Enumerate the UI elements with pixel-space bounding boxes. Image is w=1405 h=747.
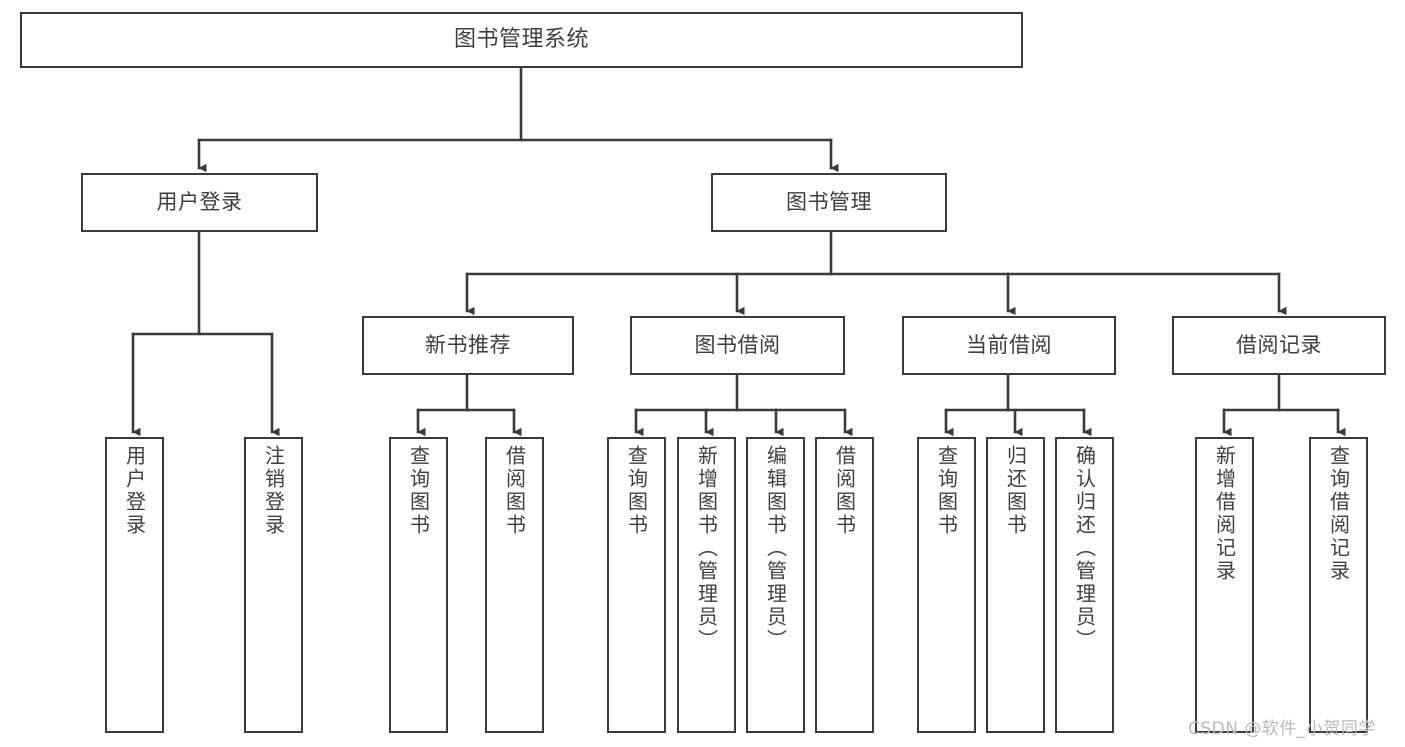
- node-borrow-query-book: 查询图书: [607, 437, 666, 733]
- node-record-add-label: 新增借阅记录: [1212, 445, 1237, 583]
- node-record-query: 查询借阅记录: [1309, 437, 1368, 733]
- node-borrow-record-label: 借阅记录: [1236, 333, 1322, 358]
- node-record-query-label: 查询借阅记录: [1326, 445, 1351, 583]
- node-current-confirm-label: 确认归还（管理员）: [1072, 445, 1097, 652]
- node-user-login-do-label: 用户登录: [122, 445, 147, 537]
- node-book-manage: 图书管理: [711, 173, 947, 232]
- node-current-query-book-label: 查询图书: [934, 445, 959, 537]
- node-current-query-book: 查询图书: [917, 437, 976, 733]
- node-new-book-recommend-label: 新书推荐: [425, 333, 511, 358]
- node-user-login-label: 用户登录: [156, 190, 243, 215]
- node-record-add: 新增借阅记录: [1195, 437, 1254, 733]
- node-rec-borrow-book: 借阅图书: [485, 437, 544, 733]
- node-user-login-do: 用户登录: [105, 437, 164, 733]
- node-user-login: 用户登录: [81, 173, 318, 232]
- node-rec-query-book-label: 查询图书: [406, 445, 431, 537]
- node-current-borrow-label: 当前借阅: [966, 333, 1052, 358]
- node-current-borrow: 当前借阅: [902, 316, 1116, 375]
- node-current-return-book-label: 归还图书: [1003, 445, 1028, 537]
- node-current-return-book: 归还图书: [986, 437, 1045, 733]
- node-borrow-query-book-label: 查询图书: [624, 445, 649, 537]
- node-borrow-add-book: 新增图书（管理员）: [677, 437, 736, 733]
- node-root-label: 图书管理系统: [453, 27, 589, 53]
- node-borrow-lend-book-label: 借阅图书: [832, 445, 857, 537]
- node-book-borrow: 图书借阅: [630, 316, 845, 375]
- node-new-book-recommend: 新书推荐: [362, 316, 574, 375]
- node-user-logout-label: 注销登录: [261, 445, 286, 537]
- node-user-logout: 注销登录: [244, 437, 303, 733]
- node-root: 图书管理系统: [20, 12, 1023, 68]
- node-book-borrow-label: 图书借阅: [694, 333, 781, 358]
- node-borrow-record: 借阅记录: [1172, 316, 1386, 375]
- node-book-manage-label: 图书管理: [786, 190, 872, 215]
- node-borrow-add-book-label: 新增图书（管理员）: [694, 445, 719, 652]
- node-current-confirm: 确认归还（管理员）: [1055, 437, 1114, 733]
- node-borrow-edit-book-label: 编辑图书（管理员）: [763, 445, 788, 652]
- node-borrow-edit-book: 编辑图书（管理员）: [746, 437, 805, 733]
- node-rec-query-book: 查询图书: [389, 437, 448, 733]
- node-borrow-lend-book: 借阅图书: [815, 437, 874, 733]
- node-rec-borrow-book-label: 借阅图书: [502, 445, 527, 537]
